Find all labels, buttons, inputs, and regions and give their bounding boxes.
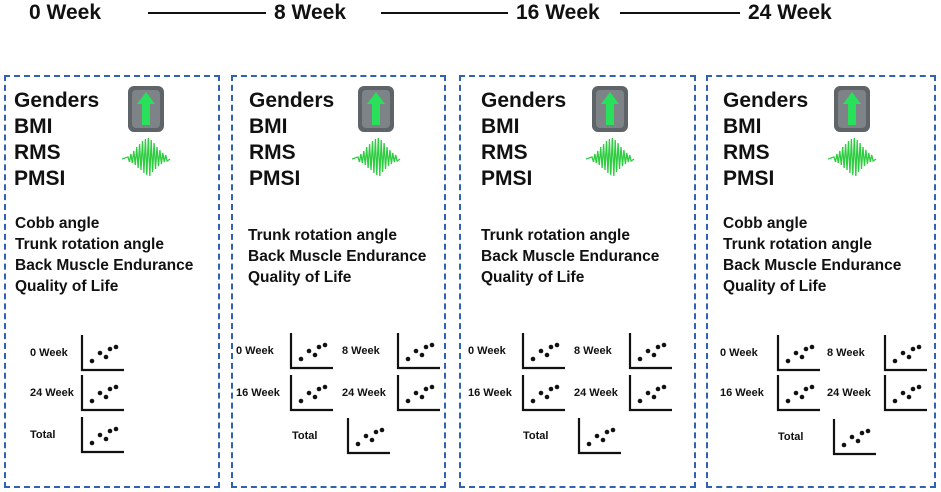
scatter-plot-icon [80, 375, 124, 412]
timeline-label-24-week: 24 Week [748, 1, 832, 24]
sensor-device-icon [122, 86, 171, 177]
timeline-label-8-week: 8 Week [274, 1, 346, 24]
scatter-plot-icon [776, 375, 820, 412]
scatter-plot-icon [289, 333, 333, 370]
scatter-plot-icon [883, 335, 927, 372]
metric-pmsi: PMSI [249, 167, 301, 190]
scatter-label: 24 Week [574, 387, 618, 399]
metric-pmsi: PMSI [14, 167, 66, 190]
scatter-label: 16 Week [720, 387, 764, 399]
metric-genders: Genders [14, 89, 100, 112]
scatter-label: 8 Week [574, 345, 612, 357]
emg-signal-icon [352, 137, 401, 177]
outcome-label: Quality of Life [15, 278, 119, 295]
scatter-label: Total [778, 431, 804, 443]
outcome-label: Cobb angle [723, 215, 808, 232]
scatter-plot-icon [80, 335, 124, 372]
scatter-plot-icon [396, 375, 440, 412]
scatter-label: 24 Week [342, 387, 386, 399]
outcome-label: Trunk rotation angle [723, 236, 872, 253]
scatter-plot-icon [396, 333, 440, 370]
outcome-label: Back Muscle Endurance [481, 248, 660, 265]
scatter-label: 0 Week [468, 345, 506, 357]
scatter-label: 16 Week [236, 387, 280, 399]
scatter-label: 8 Week [342, 345, 380, 357]
timeline-label-0-week: 0 Week [29, 1, 101, 24]
panel-24-week [706, 75, 936, 488]
outcome-label: Quality of Life [481, 269, 585, 286]
metric-bmi: BMI [14, 115, 53, 138]
scatter-label: 0 Week [236, 345, 274, 357]
scatter-label: Total [523, 430, 549, 442]
metric-rms: RMS [14, 141, 61, 164]
metric-genders: Genders [249, 89, 335, 112]
metric-bmi: BMI [723, 115, 762, 138]
panel-0-week [4, 75, 220, 488]
scatter-label: 0 Week [30, 347, 68, 359]
timeline: 0 Week 8 Week 16 Week 24 Week [0, 0, 941, 30]
outcome-label: Trunk rotation angle [15, 236, 164, 253]
sensor-device-icon [352, 86, 401, 177]
timeline-connector [148, 12, 266, 14]
outcome-label: Quality of Life [248, 269, 352, 286]
scatter-label: Total [292, 430, 318, 442]
outcome-label: Back Muscle Endurance [723, 257, 902, 274]
outcome-label: Back Muscle Endurance [248, 248, 427, 265]
timeline-connector [620, 12, 740, 14]
outcome-label: Back Muscle Endurance [15, 257, 194, 274]
scatter-plot-icon [80, 417, 124, 454]
scatter-plot-icon [521, 333, 565, 370]
sensor-device-icon [586, 86, 635, 177]
timeline-connector [381, 12, 508, 14]
scatter-plot-icon [521, 375, 565, 412]
scatter-label: 16 Week [468, 387, 512, 399]
scatter-plot-icon [776, 335, 820, 372]
scatter-plot-icon [628, 375, 672, 412]
scatter-plot-icon [628, 333, 672, 370]
sensor-device-icon [828, 86, 877, 177]
emg-signal-icon [122, 137, 171, 177]
metric-pmsi: PMSI [723, 167, 775, 190]
outcome-label: Trunk rotation angle [481, 227, 630, 244]
scatter-plot-icon [289, 375, 333, 412]
outcome-label: Cobb angle [15, 215, 100, 232]
scatter-label: Total [30, 429, 56, 441]
metric-rms: RMS [249, 141, 296, 164]
scatter-label: 24 Week [827, 387, 871, 399]
outcome-label: Trunk rotation angle [248, 227, 397, 244]
scatter-plot-icon [346, 418, 390, 455]
scatter-plot-icon [577, 418, 621, 455]
metric-rms: RMS [723, 141, 770, 164]
metric-bmi: BMI [481, 115, 520, 138]
metric-genders: Genders [723, 89, 809, 112]
scatter-label: 8 Week [827, 347, 865, 359]
metric-bmi: BMI [249, 115, 288, 138]
scatter-label: 0 Week [720, 347, 758, 359]
outcome-label: Quality of Life [723, 278, 827, 295]
scatter-plot-icon [832, 419, 876, 456]
emg-signal-icon [586, 137, 635, 177]
panel-8-week [231, 75, 446, 488]
panel-16-week [459, 75, 696, 488]
timeline-label-16-week: 16 Week [516, 1, 600, 24]
metric-genders: Genders [481, 89, 567, 112]
scatter-label: 24 Week [30, 387, 74, 399]
metric-pmsi: PMSI [481, 167, 533, 190]
metric-rms: RMS [481, 141, 528, 164]
scatter-plot-icon [883, 375, 927, 412]
emg-signal-icon [828, 137, 877, 177]
